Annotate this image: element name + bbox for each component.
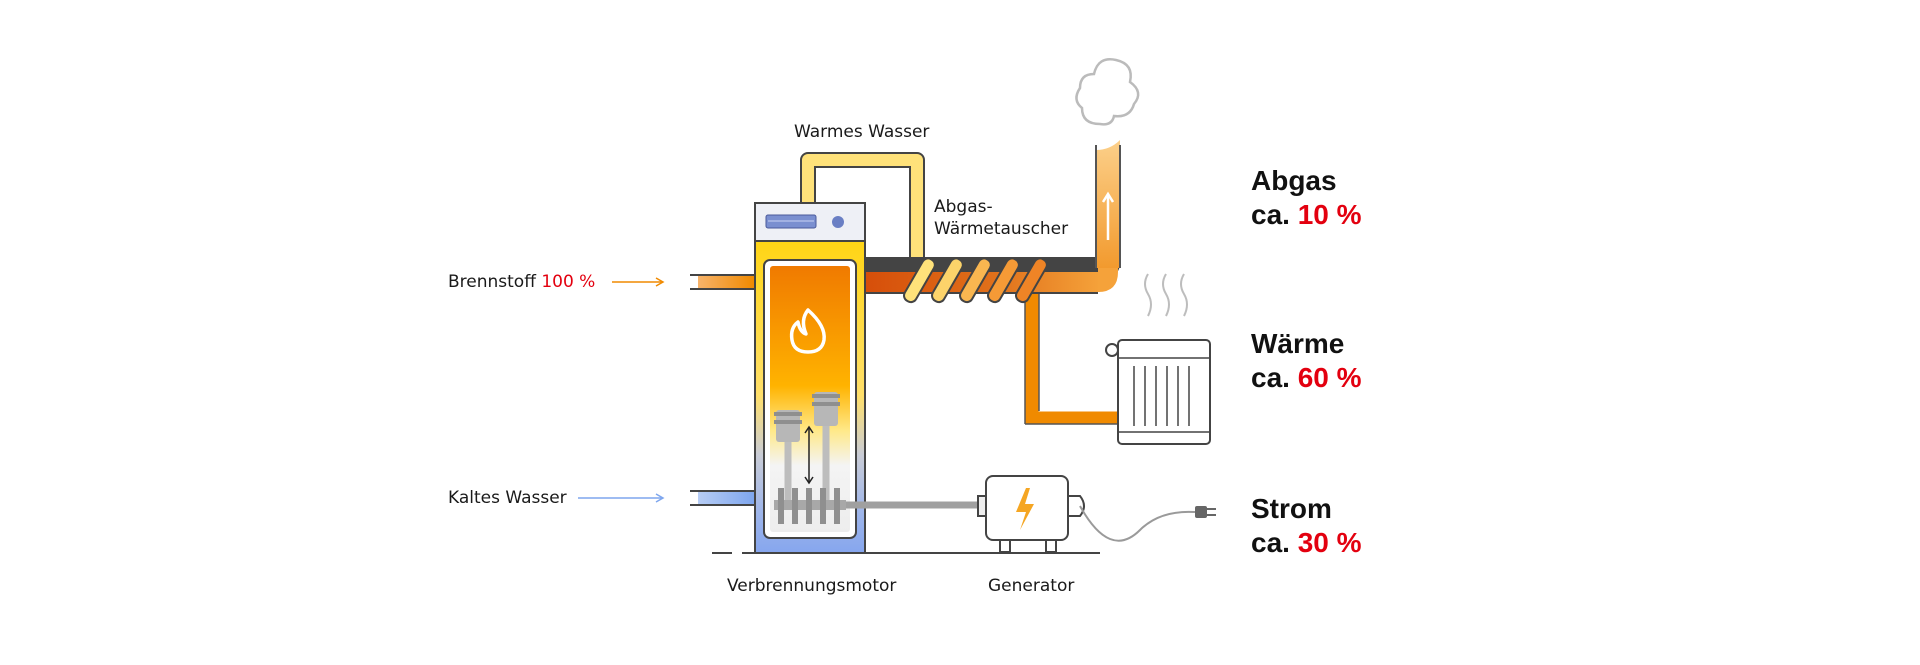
output-power: Strom ca. 30 %: [1251, 492, 1362, 560]
output-exhaust-value: 10 %: [1297, 199, 1362, 230]
generator: [977, 475, 1085, 553]
output-exhaust-prefix: ca.: [1251, 199, 1290, 230]
warm-water-pipe: [800, 152, 925, 270]
fuel-label: Brennstoff 100 %: [448, 272, 596, 292]
fuel-pipe: [690, 274, 754, 290]
piston-assembly: [774, 392, 846, 524]
output-exhaust-value-line: ca. 10 %: [1251, 198, 1362, 232]
generator-label: Generator: [988, 576, 1075, 596]
output-heat-value: 60 %: [1297, 362, 1362, 393]
heat-pipe: [1024, 286, 1118, 425]
smoke-cloud-icon: [1075, 58, 1140, 126]
output-power-value-line: ca. 30 %: [1251, 526, 1362, 560]
plug-icon: [1195, 506, 1216, 518]
cold-water-pipe: [690, 490, 754, 506]
chimney: [1095, 140, 1121, 268]
output-power-name: Strom: [1251, 493, 1332, 524]
output-heat-name: Wärme: [1251, 328, 1345, 359]
cold-water-label: Kaltes Wasser: [448, 488, 567, 508]
heat-exchanger-coil: [903, 257, 1048, 304]
output-exhaust-name: Abgas: [1251, 165, 1337, 196]
output-heat: Wärme ca. 60 %: [1251, 327, 1362, 395]
output-heat-value-line: ca. 60 %: [1251, 361, 1362, 395]
engine-label: Verbrennungsmotor: [727, 576, 897, 596]
power-cable: [1079, 505, 1196, 542]
flame-icon: [789, 308, 826, 354]
output-power-prefix: ca.: [1251, 527, 1290, 558]
fuel-percent: 100 %: [541, 272, 596, 292]
lightning-icon: [1016, 488, 1034, 530]
radiator-icon: [1105, 339, 1211, 445]
output-power-value: 30 %: [1297, 527, 1362, 558]
heat-waves-icon: [1144, 273, 1188, 317]
heat-exchanger-label: Abgas- Wärmetauscher: [934, 197, 1069, 239]
output-exhaust: Abgas ca. 10 %: [1251, 164, 1362, 232]
output-heat-prefix: ca.: [1251, 362, 1290, 393]
warm-water-label: Warmes Wasser: [794, 122, 930, 142]
fuel-arrow: [612, 277, 665, 287]
cold-water-arrow: [578, 493, 665, 503]
